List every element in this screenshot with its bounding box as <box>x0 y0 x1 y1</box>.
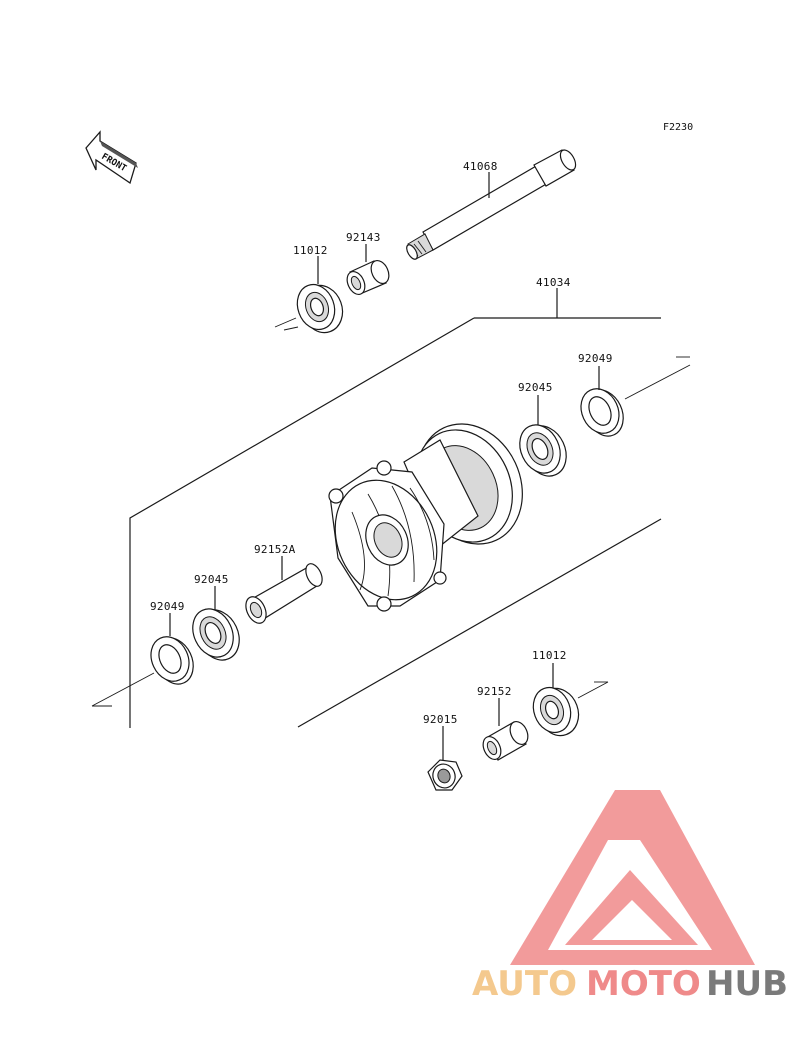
axle-nut <box>427 726 463 791</box>
bearing-upper-left <box>274 256 344 334</box>
label-spacer-long: 92152A <box>254 543 296 556</box>
bearing-left <box>192 586 240 661</box>
collar-lower <box>482 698 529 761</box>
wheel-hub <box>328 423 523 612</box>
watermark-wordmark: AUTO MOTO HUB <box>472 964 788 1004</box>
seal-left <box>91 613 194 707</box>
assembly-outline <box>129 288 662 728</box>
label-hub-assembly: 41034 <box>536 276 571 289</box>
label-collar-lower: 92152 <box>477 685 512 698</box>
diagram-ref-code: F2230 <box>663 122 693 133</box>
seal-right <box>580 356 691 437</box>
watermark-hub: HUB <box>706 964 788 1004</box>
label-seal-right: 92049 <box>578 352 613 365</box>
axle-part <box>406 149 577 260</box>
watermark-logo <box>510 790 755 965</box>
bearing-lower-right <box>532 663 609 737</box>
label-collar-upper: 92143 <box>346 231 381 244</box>
label-seal-left: 92049 <box>150 600 185 613</box>
bearing-right <box>519 395 567 477</box>
label-bearing-left: 92045 <box>194 573 229 586</box>
label-bearing-lower-right: 11012 <box>532 649 567 662</box>
label-bearing-right: 92045 <box>518 381 553 394</box>
watermark-auto: AUTO <box>472 964 577 1004</box>
label-bearing-upper-left: 11012 <box>293 244 328 257</box>
label-axle-nut: 92015 <box>423 713 458 726</box>
label-axle: 41068 <box>463 160 498 173</box>
spacer-long <box>245 556 323 624</box>
watermark-moto: MOTO <box>586 964 701 1004</box>
front-arrow-icon: FRONT <box>85 130 138 185</box>
collar-upper <box>346 244 390 295</box>
